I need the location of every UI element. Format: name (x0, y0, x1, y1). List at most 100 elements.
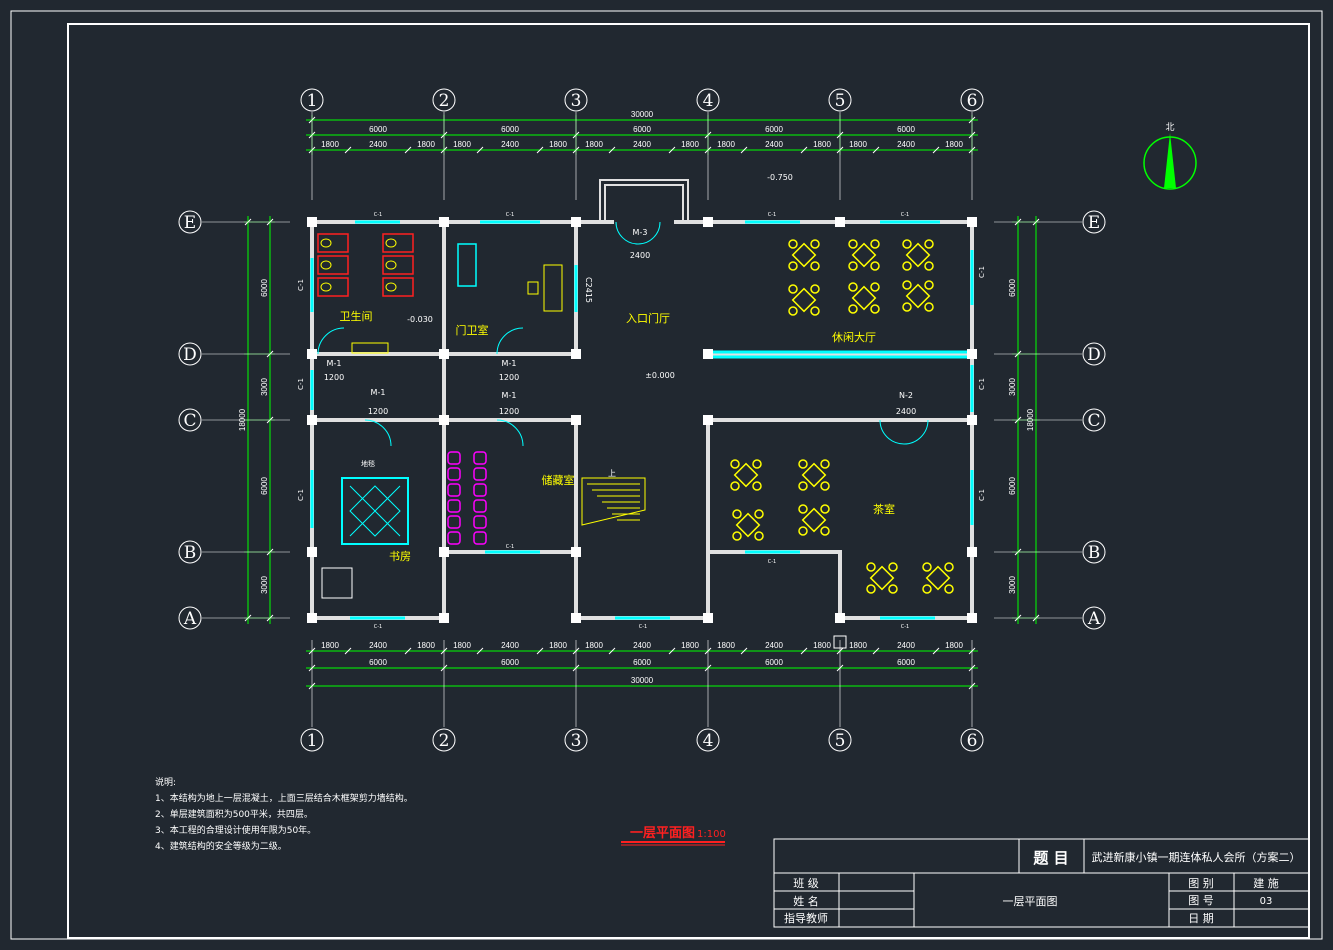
grid-col-label: 6 (967, 91, 978, 111)
grid-bubble (696, 88, 720, 112)
sink-counter (351, 342, 389, 354)
dim-text: 6000 (260, 279, 269, 297)
chair (754, 509, 764, 519)
chair (924, 280, 934, 290)
dim-text: 3000 (260, 378, 269, 396)
storage-rack (473, 515, 487, 529)
column (571, 613, 581, 623)
dim-tick (476, 647, 484, 655)
column (307, 547, 317, 557)
dim-tick (740, 647, 748, 655)
chair (788, 284, 798, 294)
column (571, 415, 581, 425)
dim-text: 2400 (897, 140, 915, 149)
column (439, 217, 449, 227)
column (571, 349, 581, 359)
grid-bubble (178, 342, 202, 366)
room-label: 卫生间 (340, 309, 373, 323)
room-label: M-1 (327, 359, 342, 368)
column (967, 349, 977, 359)
dim-tick (608, 647, 616, 655)
chair (752, 459, 762, 469)
chair (888, 562, 898, 572)
dim-text: 1800 (453, 641, 471, 650)
storage-rack (447, 531, 461, 545)
room-label: N-2 (899, 391, 913, 400)
column (307, 415, 317, 425)
column (967, 613, 977, 623)
dim-text: 2400 (897, 641, 915, 650)
toilet-icon (320, 282, 332, 292)
portico (604, 184, 684, 222)
dim-text: 30000 (631, 676, 654, 685)
storage-rack (473, 483, 487, 497)
chair (866, 584, 876, 594)
room-label: 2400 (896, 407, 916, 416)
dim-tick (344, 647, 352, 655)
column (835, 613, 845, 623)
room-label: 书房 (389, 550, 411, 563)
chair (730, 459, 740, 469)
chair (810, 306, 820, 316)
chair (732, 531, 742, 541)
chair (866, 562, 876, 572)
chair (848, 282, 858, 292)
dim-tick (668, 146, 676, 154)
grid-row-label: B (1088, 543, 1101, 563)
toilet-icon (320, 260, 332, 270)
toilet-stall (382, 255, 414, 275)
dim-tick (668, 647, 676, 655)
toilet-icon (385, 282, 397, 292)
grid-bubble (1082, 540, 1106, 564)
dim-text: 2400 (369, 140, 387, 149)
dim-text: 1800 (945, 140, 963, 149)
subject-value: 武进新康小镇一期连体私人会所（方案二） (1092, 850, 1301, 864)
toilet-stall (382, 277, 414, 297)
room-label: ±0.000 (645, 371, 675, 380)
north-label: 北 (1165, 122, 1174, 133)
toilet-stall (317, 277, 349, 297)
table (801, 507, 827, 533)
grid-col-label: 2 (439, 91, 450, 111)
table (791, 287, 817, 313)
chair (870, 282, 880, 292)
room-label: 储藏室 (542, 473, 575, 487)
chair (732, 509, 742, 519)
table (791, 242, 817, 268)
note-item: 4、建筑结构的安全等级为二级。 (155, 840, 287, 852)
plan-title-text: 一层平面图 (630, 826, 695, 841)
dim-text: 2400 (765, 140, 783, 149)
chair (788, 239, 798, 249)
grid-bubble (564, 728, 588, 752)
table (869, 565, 895, 591)
plan-title: 一层平面图 1:100 (621, 826, 726, 846)
table (925, 565, 951, 591)
chair (820, 504, 830, 514)
table-set (732, 509, 764, 541)
chair (870, 304, 880, 314)
door-swing (496, 327, 524, 355)
storage-rack (473, 451, 487, 465)
chair (754, 531, 764, 541)
room-label: 1200 (324, 373, 344, 382)
chair (924, 302, 934, 312)
grid-col-label: 4 (703, 91, 714, 111)
date-label: 日 期 (1188, 912, 1214, 925)
room-label: 1200 (368, 407, 388, 416)
dim-text: 1800 (849, 641, 867, 650)
column (967, 217, 977, 227)
title-block (773, 838, 1310, 928)
window-label: C-1 (506, 544, 514, 550)
dim-tick (872, 647, 880, 655)
table-set (788, 284, 820, 316)
grid-col-label: 3 (571, 731, 582, 751)
storage-rack (473, 499, 487, 513)
dim-text: 2400 (633, 140, 651, 149)
column (571, 547, 581, 557)
dim-text: 6000 (633, 125, 651, 134)
grid-bubble (178, 210, 202, 234)
grid-col-label: 6 (967, 731, 978, 751)
grid-bubble (960, 728, 984, 752)
dim-text: 3000 (1008, 576, 1017, 594)
dim-tick (404, 146, 412, 154)
